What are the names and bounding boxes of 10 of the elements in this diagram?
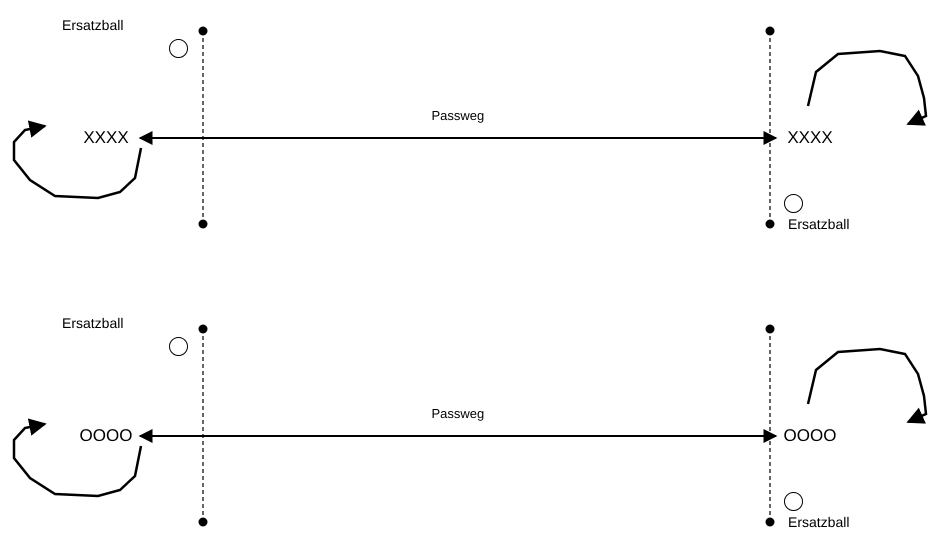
ball-label: Ersatzball xyxy=(62,16,124,34)
player-group-label: XXXX xyxy=(782,127,838,149)
pass-arrow xyxy=(138,131,778,145)
player-group-label: OOOO xyxy=(782,425,838,447)
ball-label: Ersatzball xyxy=(788,513,850,531)
player-group-label: XXXX xyxy=(78,127,134,149)
pass-arrow xyxy=(138,429,778,443)
ball-label: Ersatzball xyxy=(62,314,124,332)
player-group-label: OOOO xyxy=(78,425,134,447)
ball-label: Ersatzball xyxy=(788,215,850,233)
